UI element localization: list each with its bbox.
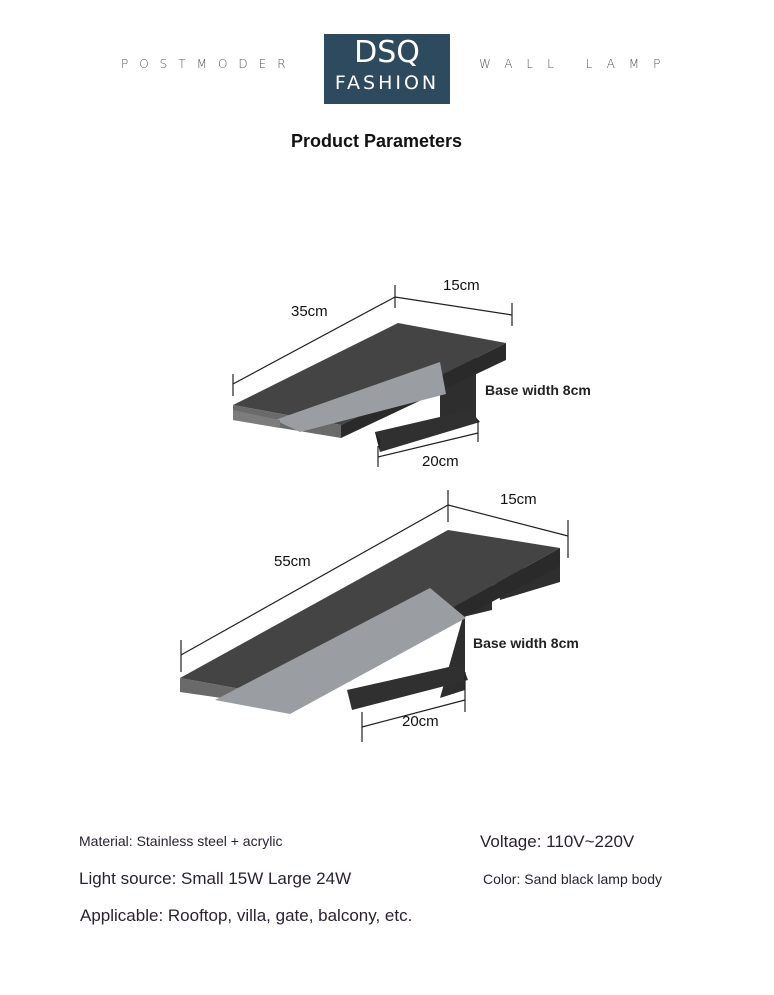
brand-logo: DSQ FASHION xyxy=(324,34,450,104)
large-depth-label: 15cm xyxy=(500,491,537,508)
small-length-label: 35cm xyxy=(291,303,328,320)
page-title: Product Parameters xyxy=(291,131,463,151)
small-depth-label: 15cm xyxy=(443,277,480,294)
tagline-left: POSTMODER xyxy=(121,57,297,71)
spec-color: Color: Sand black lamp body xyxy=(483,871,662,887)
logo-line2: FASHION xyxy=(334,72,440,94)
large-base-width-label: Base width 8cm xyxy=(473,635,579,651)
small-lamp-dimensions xyxy=(232,285,513,467)
spec-applicable: Applicable: Rooftop, villa, gate, balcon… xyxy=(80,906,413,925)
spec-light-source: Light source: Small 15W Large 24W xyxy=(79,869,352,888)
small-lamp-illustration xyxy=(233,323,506,452)
spec-material: Material: Stainless steel + acrylic xyxy=(79,833,283,849)
small-base-width-label: Base width 8cm xyxy=(485,382,591,398)
tagline-right: WALL LAMP xyxy=(479,57,675,71)
large-base-length-label: 20cm xyxy=(402,713,439,730)
logo-line1: DSQ xyxy=(354,35,420,70)
small-base-length-label: 20cm xyxy=(422,453,459,470)
large-lamp-dimensions xyxy=(180,490,569,742)
large-length-label: 55cm xyxy=(274,553,311,570)
spec-voltage: Voltage: 110V~220V xyxy=(480,832,635,851)
large-lamp-illustration xyxy=(180,530,560,714)
